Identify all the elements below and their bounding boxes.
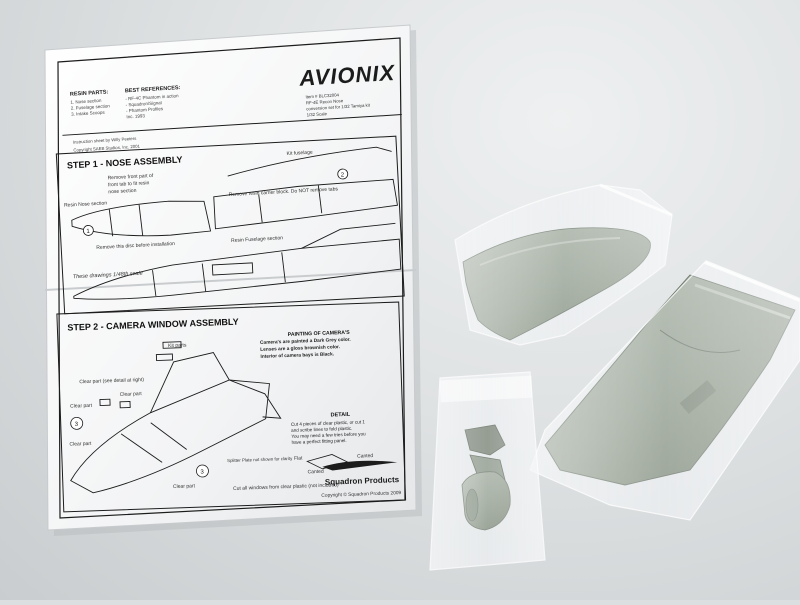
nose-cone-bag xyxy=(454,183,673,346)
resin-part-line: 1. Nose section xyxy=(70,98,102,105)
painting-line: Interior of camera bays is Black. xyxy=(260,351,334,360)
instruction-sheet: RESIN PARTS: 1. Nose section 2. Fuselage… xyxy=(44,24,422,536)
kit-parts-label: Kit parts xyxy=(168,342,187,349)
clear-part-label: Clear part xyxy=(69,441,92,448)
fuselage-bag xyxy=(529,260,800,521)
painting-line: Lenses are a gloss brownish color. xyxy=(260,344,340,353)
best-references-title: BEST REFERENCES: xyxy=(125,85,181,94)
resin-nose-label: Resin Nose section xyxy=(64,200,108,208)
splitter-label: Splitter Plate not shown for clarity xyxy=(227,456,293,463)
camera-window-drawing xyxy=(70,341,282,494)
copyright-bottom: Copyright © Squadron Products 2009 xyxy=(321,489,401,499)
canted-label: Canted xyxy=(307,469,324,476)
cut-windows-label: Cut all windows from clear plastic (not … xyxy=(233,482,339,492)
canted-label: Canted xyxy=(357,453,374,460)
remove-block-label: Remove resin carrier block. Do NOT remov… xyxy=(229,186,339,198)
reference-line: Inc. 1993 xyxy=(126,113,145,119)
step1-note: nose section xyxy=(108,188,137,195)
callout-3-label: 3 xyxy=(75,422,79,428)
detail-title: DETAIL xyxy=(330,412,350,419)
clear-part-label: Clear part xyxy=(120,391,143,398)
callout-1-label: 1 xyxy=(86,229,90,235)
resin-part-line: 3. Intake Scoops xyxy=(71,110,106,117)
callout-3-label: 3 xyxy=(200,469,204,475)
item-line: 1/32 Scale xyxy=(307,111,328,117)
reference-line: - Phantom Profiles xyxy=(126,106,164,113)
fold-crease xyxy=(44,269,417,291)
callout-1 xyxy=(82,225,94,236)
nose-drawing-assembled xyxy=(73,222,402,300)
painting-line: Camera's are painted a Dark Grey color. xyxy=(260,337,351,346)
reference-line: - RF-4C Phantom in action xyxy=(125,93,179,101)
brand-swoosh xyxy=(322,460,398,471)
item-line: Item # BLC32004 xyxy=(305,92,339,99)
detail-line: have a perfect fitting panel. xyxy=(291,438,346,445)
detail-line: and scribe lines to fold plastic. xyxy=(291,426,352,433)
resin-fuselage-label: Resin Fuselage section xyxy=(231,235,283,244)
detail-line: You may need a few tries before you xyxy=(291,431,366,439)
callout-3 xyxy=(70,416,84,430)
painting-title: PAINTING OF CAMERA'S xyxy=(288,330,351,338)
resin-parts-title: RESIN PARTS: xyxy=(70,89,109,97)
remove-disc-label: Remove this disc before installation xyxy=(96,241,175,251)
clear-part-label: Clear part xyxy=(70,403,93,410)
credit-text: Instruction sheet by Willy Peeters xyxy=(73,136,137,145)
copyright-top: Copyright SAEB Studios, Inc. 2001 xyxy=(73,144,140,153)
brand-name: Squadron Products xyxy=(325,475,400,487)
flat-label: Flat xyxy=(294,455,303,461)
scale-label: These drawings 1/48th scale xyxy=(73,271,143,281)
step1-note: Remove front part of xyxy=(107,173,153,181)
callout-2 xyxy=(337,168,349,180)
clear-part-detail-label: Clear part (see detail at right) xyxy=(79,377,144,385)
paper xyxy=(44,24,417,531)
sheet-header: RESIN PARTS: 1. Nose section 2. Fuselage… xyxy=(62,60,402,153)
callout-2-label: 2 xyxy=(341,172,345,178)
reference-line: - Squadron/Signal xyxy=(126,100,162,107)
small-parts-bag xyxy=(429,371,546,571)
clear-part-label: Clear part xyxy=(173,483,196,490)
step2-section: STEP 2 - CAMERA WINDOW ASSEMBLY PAINTING… xyxy=(56,301,407,513)
callout-3 xyxy=(196,464,209,478)
kit-fuselage-label: Kit fuselage xyxy=(286,150,313,157)
resin-part-line: 2. Fuselage section xyxy=(71,103,111,110)
item-line: conversion set for 1/32 Tamiya kit xyxy=(306,102,371,111)
step1-note: front tab to fit resin xyxy=(108,180,150,188)
item-line: RF-4E Recon Nose xyxy=(306,98,344,105)
nose-drawing-exploded xyxy=(71,146,398,237)
detail-line: Cut 4 pieces of clear plastic, or cut 1 xyxy=(291,419,366,427)
avionix-logo: AVIONIX xyxy=(298,60,396,91)
